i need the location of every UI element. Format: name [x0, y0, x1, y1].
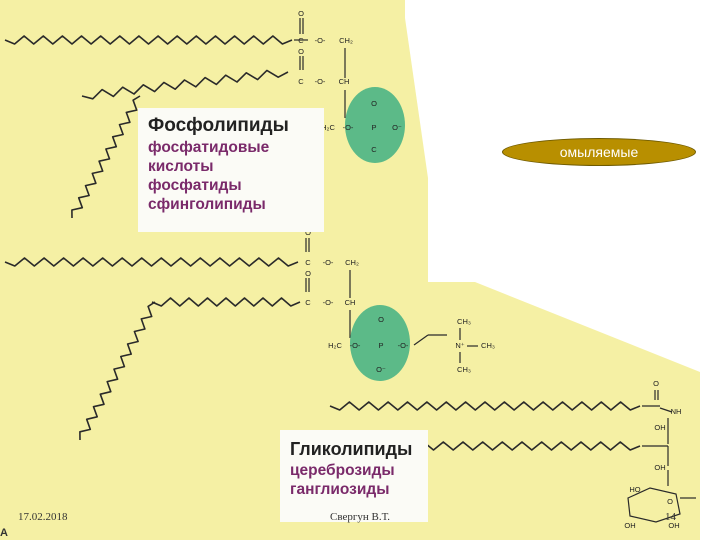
corner-mark: А	[0, 527, 8, 539]
label-o: O	[298, 47, 304, 56]
fatty-acid-chain-4-tail	[79, 301, 156, 441]
label-ch: CH	[339, 77, 350, 86]
galactose-ring	[627, 487, 681, 523]
label-o: O	[371, 99, 377, 108]
label-dash_o: -O-	[350, 341, 361, 350]
label-ch: CH	[345, 298, 356, 307]
footer-date: 17.02.2018	[18, 511, 68, 523]
label-dash_o: -O-	[315, 77, 326, 86]
glycolipid-type-1: цереброзиды	[290, 462, 395, 479]
chemical-bonds	[294, 18, 696, 523]
glycolipids-title: Гликолипиды	[290, 439, 413, 459]
label-oh: OH	[668, 521, 679, 530]
label-ho: HO	[629, 485, 640, 494]
label-n_plus: N⁺	[455, 341, 464, 350]
label-c: C	[305, 258, 311, 267]
phospholipid-type-1: фосфатидовые	[148, 139, 270, 156]
phospholipids-title: Фосфолипиды	[148, 115, 289, 136]
chemical-labels: OC-O-CH₂OC-O-CHH₂C-O-POO⁻COC-O-CH₂OC-O-C…	[298, 9, 681, 530]
label-o: O	[298, 9, 304, 18]
phosphate-group-2	[350, 305, 410, 381]
label-p: P	[371, 123, 376, 132]
label-dash_o: -O-	[398, 341, 409, 350]
label-dash_o: -O-	[343, 123, 354, 132]
label-c: C	[298, 36, 304, 45]
phospholipid-type-3: фосфатиды	[148, 177, 242, 194]
label-oh: OH	[654, 463, 665, 472]
label-dash_o: -O-	[315, 36, 326, 45]
fatty-acid-chain-5	[329, 401, 641, 411]
glycolipids-label-box: Гликолипиды цереброзиды ганглиозиды	[280, 430, 428, 522]
footer-author: Свергун В.Т.	[330, 511, 390, 523]
label-ch3: CH₃	[481, 341, 495, 350]
label-ch2: CH₂	[345, 258, 359, 267]
label-o: O	[653, 379, 659, 388]
fatty-acid-chain-1	[4, 35, 293, 45]
label-ch2: CH₂	[339, 36, 353, 45]
phospholipid-type-4: сфинголипиды	[148, 196, 266, 213]
label-o: O	[305, 269, 311, 278]
label-dash_o: -O-	[323, 258, 334, 267]
label-oh: OH	[654, 423, 665, 432]
label-c: C	[371, 145, 377, 154]
label-o_minus: O⁻	[392, 123, 402, 132]
phosphate-group-1	[345, 87, 405, 163]
bond	[413, 334, 429, 346]
fatty-acid-chain-2	[81, 69, 289, 100]
label-ch3: CH₃	[457, 317, 471, 326]
page-number: 14	[665, 511, 676, 523]
label-c: C	[298, 77, 304, 86]
label-oh: OH	[624, 521, 635, 530]
label-dash_o: -O-	[323, 298, 334, 307]
phospholipids-label-box: Фосфолипиды фосфатидовые кислоты фосфати…	[138, 108, 324, 232]
label-p: P	[378, 341, 383, 350]
label-o: O	[667, 497, 673, 506]
glycolipid-type-2: ганглиозиды	[290, 481, 390, 498]
label-nh: NH	[671, 407, 682, 416]
label-c: C	[305, 298, 311, 307]
fatty-acid-chain-4	[151, 297, 301, 307]
label-o: O	[305, 228, 311, 237]
bond	[659, 407, 673, 413]
label-o_minus: O⁻	[376, 365, 386, 374]
label-ch3: CH₃	[457, 365, 471, 374]
fatty-acid-chain-3	[4, 257, 299, 267]
saponifiable-badge: омыляемые	[502, 138, 696, 166]
label-o: O	[378, 315, 384, 324]
label-h2c: H₂C	[321, 123, 335, 132]
label-h2c: H₂C	[328, 341, 342, 350]
phospholipid-type-2: кислоты	[148, 158, 214, 175]
fatty-acid-chain-2-tail	[71, 95, 141, 219]
